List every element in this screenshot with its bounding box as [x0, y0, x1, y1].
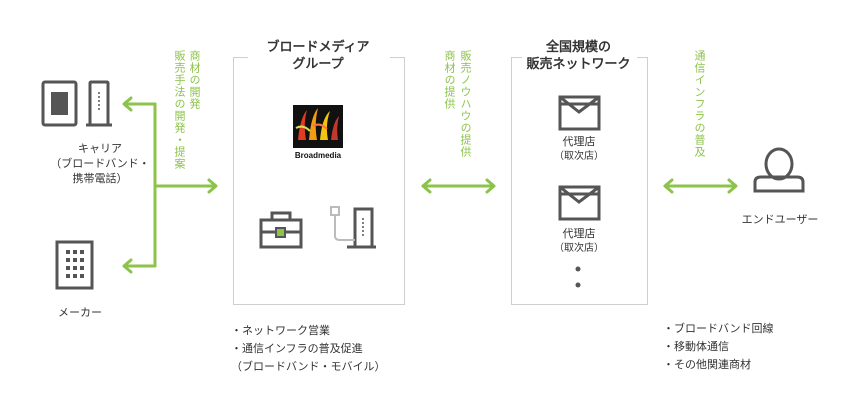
annotation-know-how-col2: 商材の提供 [443, 50, 456, 110]
mobile-phone-icon [86, 80, 112, 127]
shop-icon-2 [558, 185, 601, 221]
list-item: ・通信インフラの普及促進 [231, 342, 363, 355]
broadmedia-group-box [233, 57, 405, 305]
list-item: （ブロードバンド・モバイル） [231, 360, 386, 373]
left-branch-arrow [122, 96, 218, 274]
tablet-icon [41, 80, 78, 127]
carrier-sublabel: （ブロードバンド・ [50, 157, 150, 170]
user-icon [753, 147, 805, 193]
right-double-arrow [663, 178, 738, 194]
ellipsis-dots [575, 266, 581, 288]
maker-label: メーカー [58, 306, 102, 319]
carrier-sublabel-2: 携帯電話） [72, 172, 128, 185]
annotation-know-how-col1: 販売ノウハウの提供 [459, 50, 472, 158]
sales-network-box [511, 57, 648, 305]
building-icon [55, 240, 94, 290]
group-title-line1: ブロードメディア [266, 40, 370, 55]
list-item: ・移動体通信 [663, 340, 729, 353]
shop-icon-1 [558, 95, 601, 131]
agency-sublabel-1: （取次店） [554, 151, 604, 162]
agency-sublabel-2: （取次店） [554, 243, 604, 254]
group-title-line2: グループ [292, 57, 344, 72]
list-item: ・ネットワーク営業 [231, 324, 330, 337]
carrier-label: キャリア [78, 142, 122, 155]
annotation-product-dev-col1: 商材の開発 [188, 50, 201, 110]
agency-label-2: 代理店 [562, 227, 596, 240]
middle-double-arrow [421, 178, 496, 194]
network-title-line2: 販売ネットワーク [526, 57, 631, 72]
agency-label-1: 代理店 [562, 135, 596, 148]
toolbox-icon [259, 211, 303, 249]
annotation-product-dev-col2: 販売手法の開発・提案 [173, 50, 186, 170]
broadmedia-logo-text: Broadmedia [294, 151, 342, 160]
router-icon [330, 206, 376, 249]
list-item: ・その他関連商材 [663, 358, 751, 371]
broadmedia-logo [293, 105, 343, 148]
end-user-products-list: ・ブロードバンド回線 ・移動体通信 ・その他関連商材 [663, 320, 774, 374]
end-user-label: エンドユーザー [741, 213, 819, 226]
network-title-line1: 全国規模の [545, 40, 611, 55]
annotation-infra-spread: 通信インフラの普及 [693, 50, 706, 158]
group-activities-list: ・ネットワーク営業 ・通信インフラの普及促進 （ブロードバンド・モバイル） [231, 322, 386, 376]
list-item: ・ブロードバンド回線 [663, 322, 774, 335]
